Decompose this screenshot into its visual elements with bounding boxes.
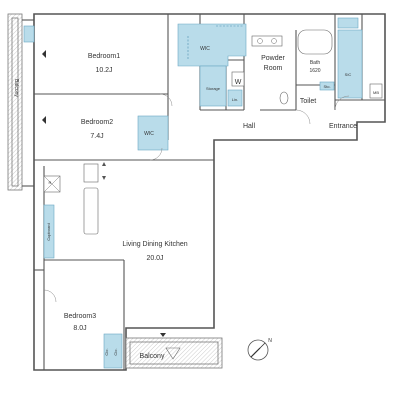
storage-room (199, 65, 227, 107)
storage-areas (23, 17, 363, 369)
bedroom1-name: Bedroom1 (88, 53, 120, 60)
balcony-bottom-name: Balcony (140, 353, 165, 360)
toilet-name: Toilet (300, 98, 316, 105)
balcony-hatch-icon (165, 347, 181, 360)
powder-room-line1: Powder (261, 55, 285, 62)
closets-bedroom3 (103, 333, 123, 369)
bathtub-icon (297, 29, 333, 55)
bedroom1-area: 10.2J (95, 67, 112, 74)
shoe-closet (337, 29, 363, 99)
mb-label: MB (373, 90, 379, 95)
bedroom2-name: Bedroom2 (81, 119, 113, 126)
storage-labels: WIC WIC Storage Lin. W Sto. SIC MB Cupbo… (46, 46, 379, 356)
room-labels: Bedroom1 10.2J Bedroom2 7.4J Living Dini… (13, 53, 357, 360)
closet-top-left (23, 25, 35, 43)
linen-closet (227, 89, 243, 107)
compass: N (247, 338, 272, 361)
ldk-area: 20.0J (146, 255, 163, 262)
toilet-icon (279, 91, 289, 105)
bedroom2-area: 7.4J (90, 133, 103, 140)
clo2-label: Clo. (113, 348, 118, 355)
meter-box-icon (369, 83, 383, 99)
wic-top-label: WIC (200, 46, 210, 52)
clo1-label: Clo. (104, 348, 109, 355)
bedroom3-area: 8.0J (73, 325, 86, 332)
cupboard-label: Cupboard (46, 223, 51, 241)
fixtures (43, 29, 383, 235)
closet-top-right (337, 17, 359, 29)
compass-label: N (268, 338, 272, 344)
balcony-left-name: Balcony (13, 79, 19, 97)
entrance-name: Entrance (329, 123, 357, 130)
wic-top (177, 23, 247, 67)
sic-label: SIC (345, 72, 352, 77)
washer-label: W (235, 79, 242, 86)
bath-name: Bath (310, 60, 321, 66)
wic-mid-label: WIC (144, 131, 154, 137)
doors (42, 50, 350, 337)
ldk-name: Living Dining Kitchen (122, 241, 187, 248)
balcony-left (7, 13, 34, 191)
hall-name: Hall (243, 123, 256, 130)
washer-icon (231, 71, 245, 87)
storage-label: Storage (206, 86, 221, 91)
sto-label: Sto. (323, 84, 330, 89)
stove-icon (83, 163, 99, 183)
kitchen-island-icon (83, 187, 99, 235)
powder-room-line2: Room (264, 65, 283, 72)
bedroom3-name: Bedroom3 (64, 313, 96, 320)
cupboard (43, 204, 55, 259)
storage-closet (319, 81, 335, 91)
refrigerator-label: R (49, 180, 52, 185)
outer-wall (33, 13, 386, 371)
wic-mid (137, 115, 169, 151)
balcony-bottom (125, 337, 223, 369)
linen-label: Lin. (232, 97, 238, 102)
bath-size: 1620 (309, 68, 320, 74)
sink-icon (251, 35, 283, 47)
compass-ring (247, 339, 269, 361)
